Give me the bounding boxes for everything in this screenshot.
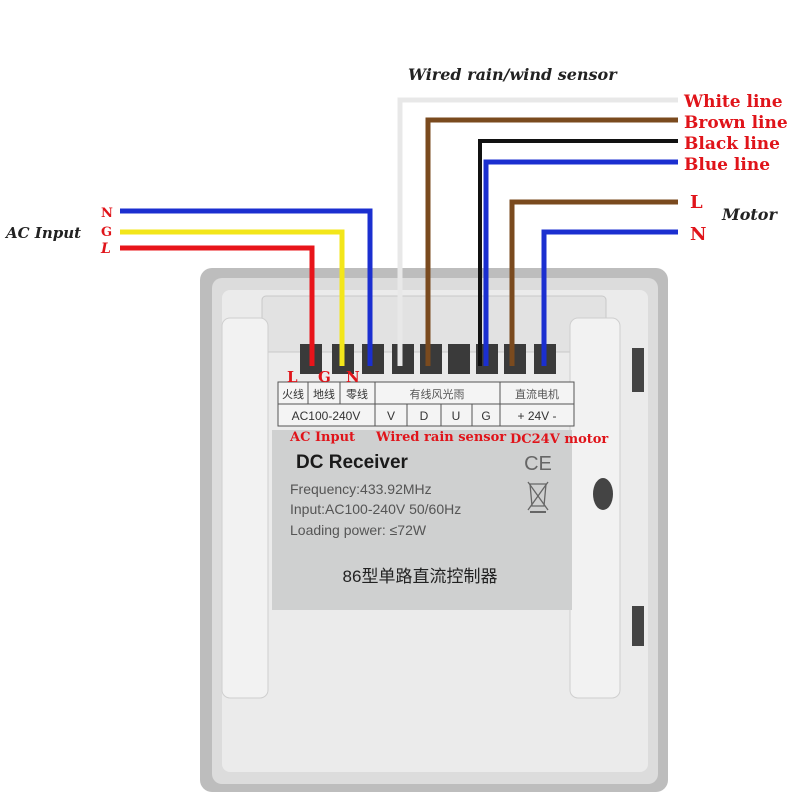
terminal-motor-group: 直流电机 <box>515 387 559 401</box>
right-clip <box>569 317 621 699</box>
caption-sensor: Wired rain sensor <box>375 430 506 445</box>
ce-mark: CE <box>524 453 552 475</box>
wire-ac-g <box>120 229 345 366</box>
motor-title: Motor <box>721 205 778 224</box>
terminal-lingxian: 零线 <box>346 387 368 401</box>
left-clip <box>221 317 269 699</box>
label-black-line: Black line <box>684 134 780 154</box>
terminal-dixian: 地线 <box>313 387 335 401</box>
weee-bin-icon <box>527 481 549 513</box>
label-white-line: White line <box>683 92 783 112</box>
wire-sensor-black <box>478 139 678 366</box>
terminal-voltage: AC100-240V <box>292 409 361 423</box>
product-label <box>272 430 572 610</box>
wire-ac-l <box>120 245 315 366</box>
motor-n-label: N <box>690 224 706 245</box>
mount-hole <box>593 478 613 510</box>
caption-motor: DC24V motor <box>510 432 608 447</box>
wire-motor-l <box>509 199 678 366</box>
wire-ac-n <box>120 208 373 366</box>
wire-sensor-blue <box>483 159 678 366</box>
label-title: DC Receiver <box>296 452 409 473</box>
ac-g-label: G <box>101 225 112 240</box>
ac-n-label: N <box>101 206 113 221</box>
wire-motor-n <box>541 229 678 366</box>
terminal-g: G <box>481 409 490 423</box>
label-blue-line: Blue line <box>684 155 770 175</box>
label-input: Input:AC100-240V 50/60Hz <box>290 501 461 517</box>
terminal-d: D <box>420 409 429 423</box>
label-brown-line: Brown line <box>684 113 788 133</box>
terminal-v: V <box>387 409 395 423</box>
terminal-sensor-group: 有线风光雨 <box>410 387 465 401</box>
motor-l-label: L <box>690 192 703 213</box>
label-model: 86型单路直流控制器 <box>343 567 498 586</box>
terminal-dc: + 24V - <box>517 409 556 423</box>
ac-l-label: L <box>100 241 111 257</box>
label-frequency: Frequency:433.92MHz <box>290 481 432 497</box>
label-loading: Loading power: ≤72W <box>290 522 427 538</box>
ac-input-title: AC Input <box>4 224 81 242</box>
sensor-title: Wired rain/wind sensor <box>408 65 618 84</box>
side-slot-bottom <box>632 606 644 646</box>
caption-ac-input: AC Input <box>289 430 355 445</box>
wire-sensor-white <box>397 97 678 366</box>
terminal-l-label: L <box>287 368 298 386</box>
wire-sensor-brown <box>425 117 678 366</box>
terminal-u: U <box>452 409 461 423</box>
terminal-n-label: N <box>346 368 360 386</box>
terminal-huoxian: 火线 <box>282 387 304 401</box>
terminal-g-label: G <box>318 368 331 386</box>
side-slot-top <box>632 348 644 392</box>
